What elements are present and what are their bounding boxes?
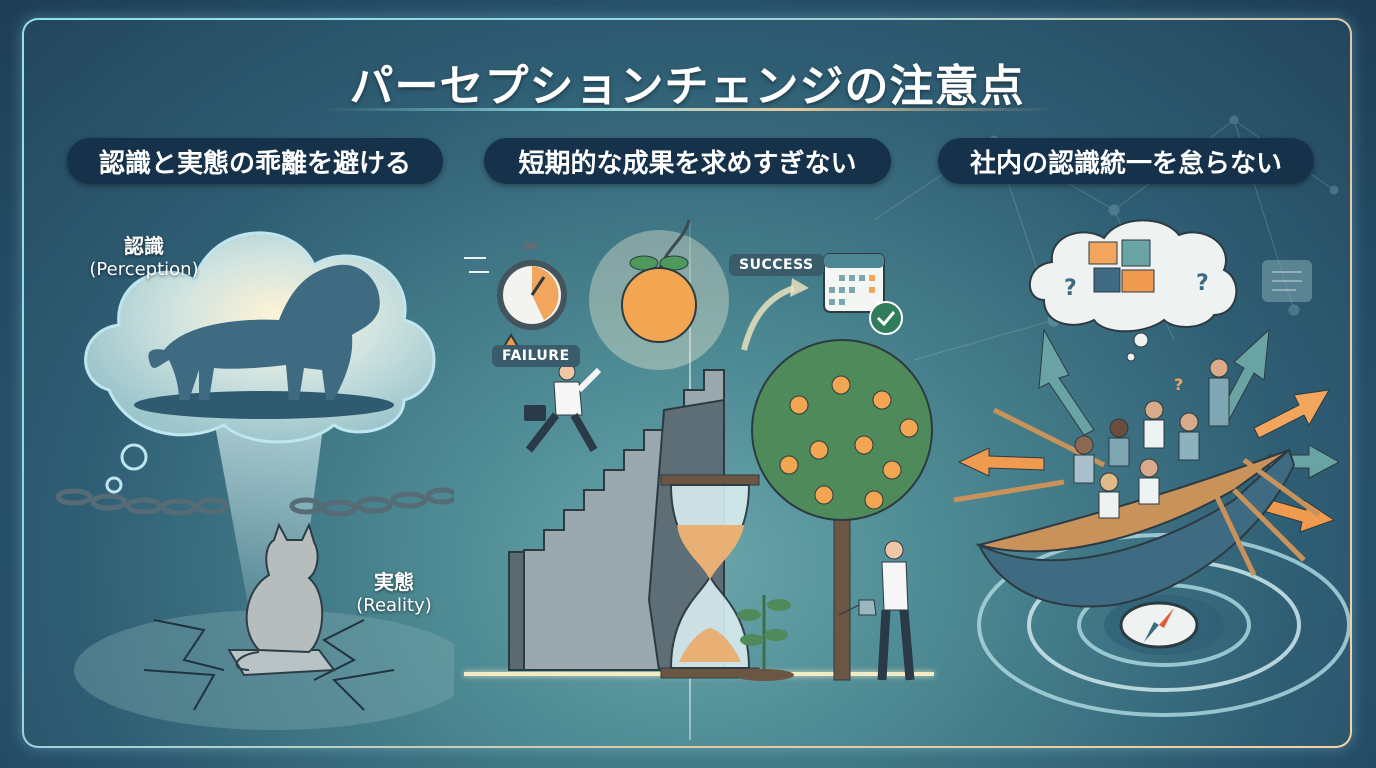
short-vs-long-term-illustration: ! — [464, 219, 933, 681]
slide-frame: パーセプションチェンジの注意点 認識と実態の乖離を避ける 短期的な成果を求めすぎ… — [22, 18, 1352, 748]
page-title: パーセプションチェンジの注意点 — [349, 61, 1025, 112]
broken-chain-icon — [55, 487, 454, 517]
team-members-icon — [1073, 358, 1230, 519]
title-underline — [324, 108, 1054, 111]
running-businessman-icon — [524, 363, 602, 453]
section-heading-3: 社内の認識統一を怠らない — [938, 138, 1314, 184]
question-mark-icon: ? — [1174, 375, 1183, 394]
svg-text:?: ? — [1196, 271, 1209, 296]
panel-short-term: ! — [464, 200, 934, 740]
rowing-boat-icon — [975, 448, 1296, 608]
diverging-arrows-icon — [957, 328, 1341, 533]
perception-label-jp: 認識 — [124, 234, 164, 258]
cat-icon — [235, 522, 324, 671]
orange-tree-icon — [751, 339, 933, 681]
document-icon — [1262, 260, 1312, 302]
section-heading-1: 認識と実態の乖離を避ける — [67, 138, 443, 184]
man-watering-icon — [838, 540, 915, 681]
section-heading-2: 短期的な成果を求めすぎない — [484, 138, 891, 184]
lion-silhouette-icon — [134, 264, 394, 419]
orange-fruit-icon — [621, 219, 697, 343]
sapling-icon — [734, 595, 794, 681]
team-alignment-illustration: ? ? — [953, 219, 1350, 717]
panel-perception-reality: 認識 (Perception) 実態 (Reality) — [34, 200, 454, 740]
perception-label: 認識 (Perception) — [74, 234, 214, 282]
reality-label-en: (Reality) — [356, 595, 432, 616]
slide-content: パーセプションチェンジの注意点 認識と実態の乖離を避ける 短期的な成果を求めすぎ… — [24, 20, 1350, 746]
perception-reality-illustration — [55, 231, 454, 730]
hourglass-icon — [660, 474, 760, 679]
failure-badge: FAILURE — [492, 345, 580, 367]
perception-label-en: (Perception) — [89, 259, 199, 280]
panel-internal-alignment: ? ? — [934, 200, 1350, 740]
reality-label-jp: 実態 — [374, 570, 414, 594]
calendar-check-icon — [823, 253, 903, 335]
svg-text:?: ? — [1064, 276, 1077, 301]
stopwatch-icon — [464, 242, 567, 330]
compass-icon — [1119, 601, 1199, 649]
puzzle-thought-cloud-icon: ? ? — [1029, 219, 1238, 362]
success-badge: SUCCESS — [729, 254, 824, 276]
reality-label: 実態 (Reality) — [344, 570, 444, 618]
